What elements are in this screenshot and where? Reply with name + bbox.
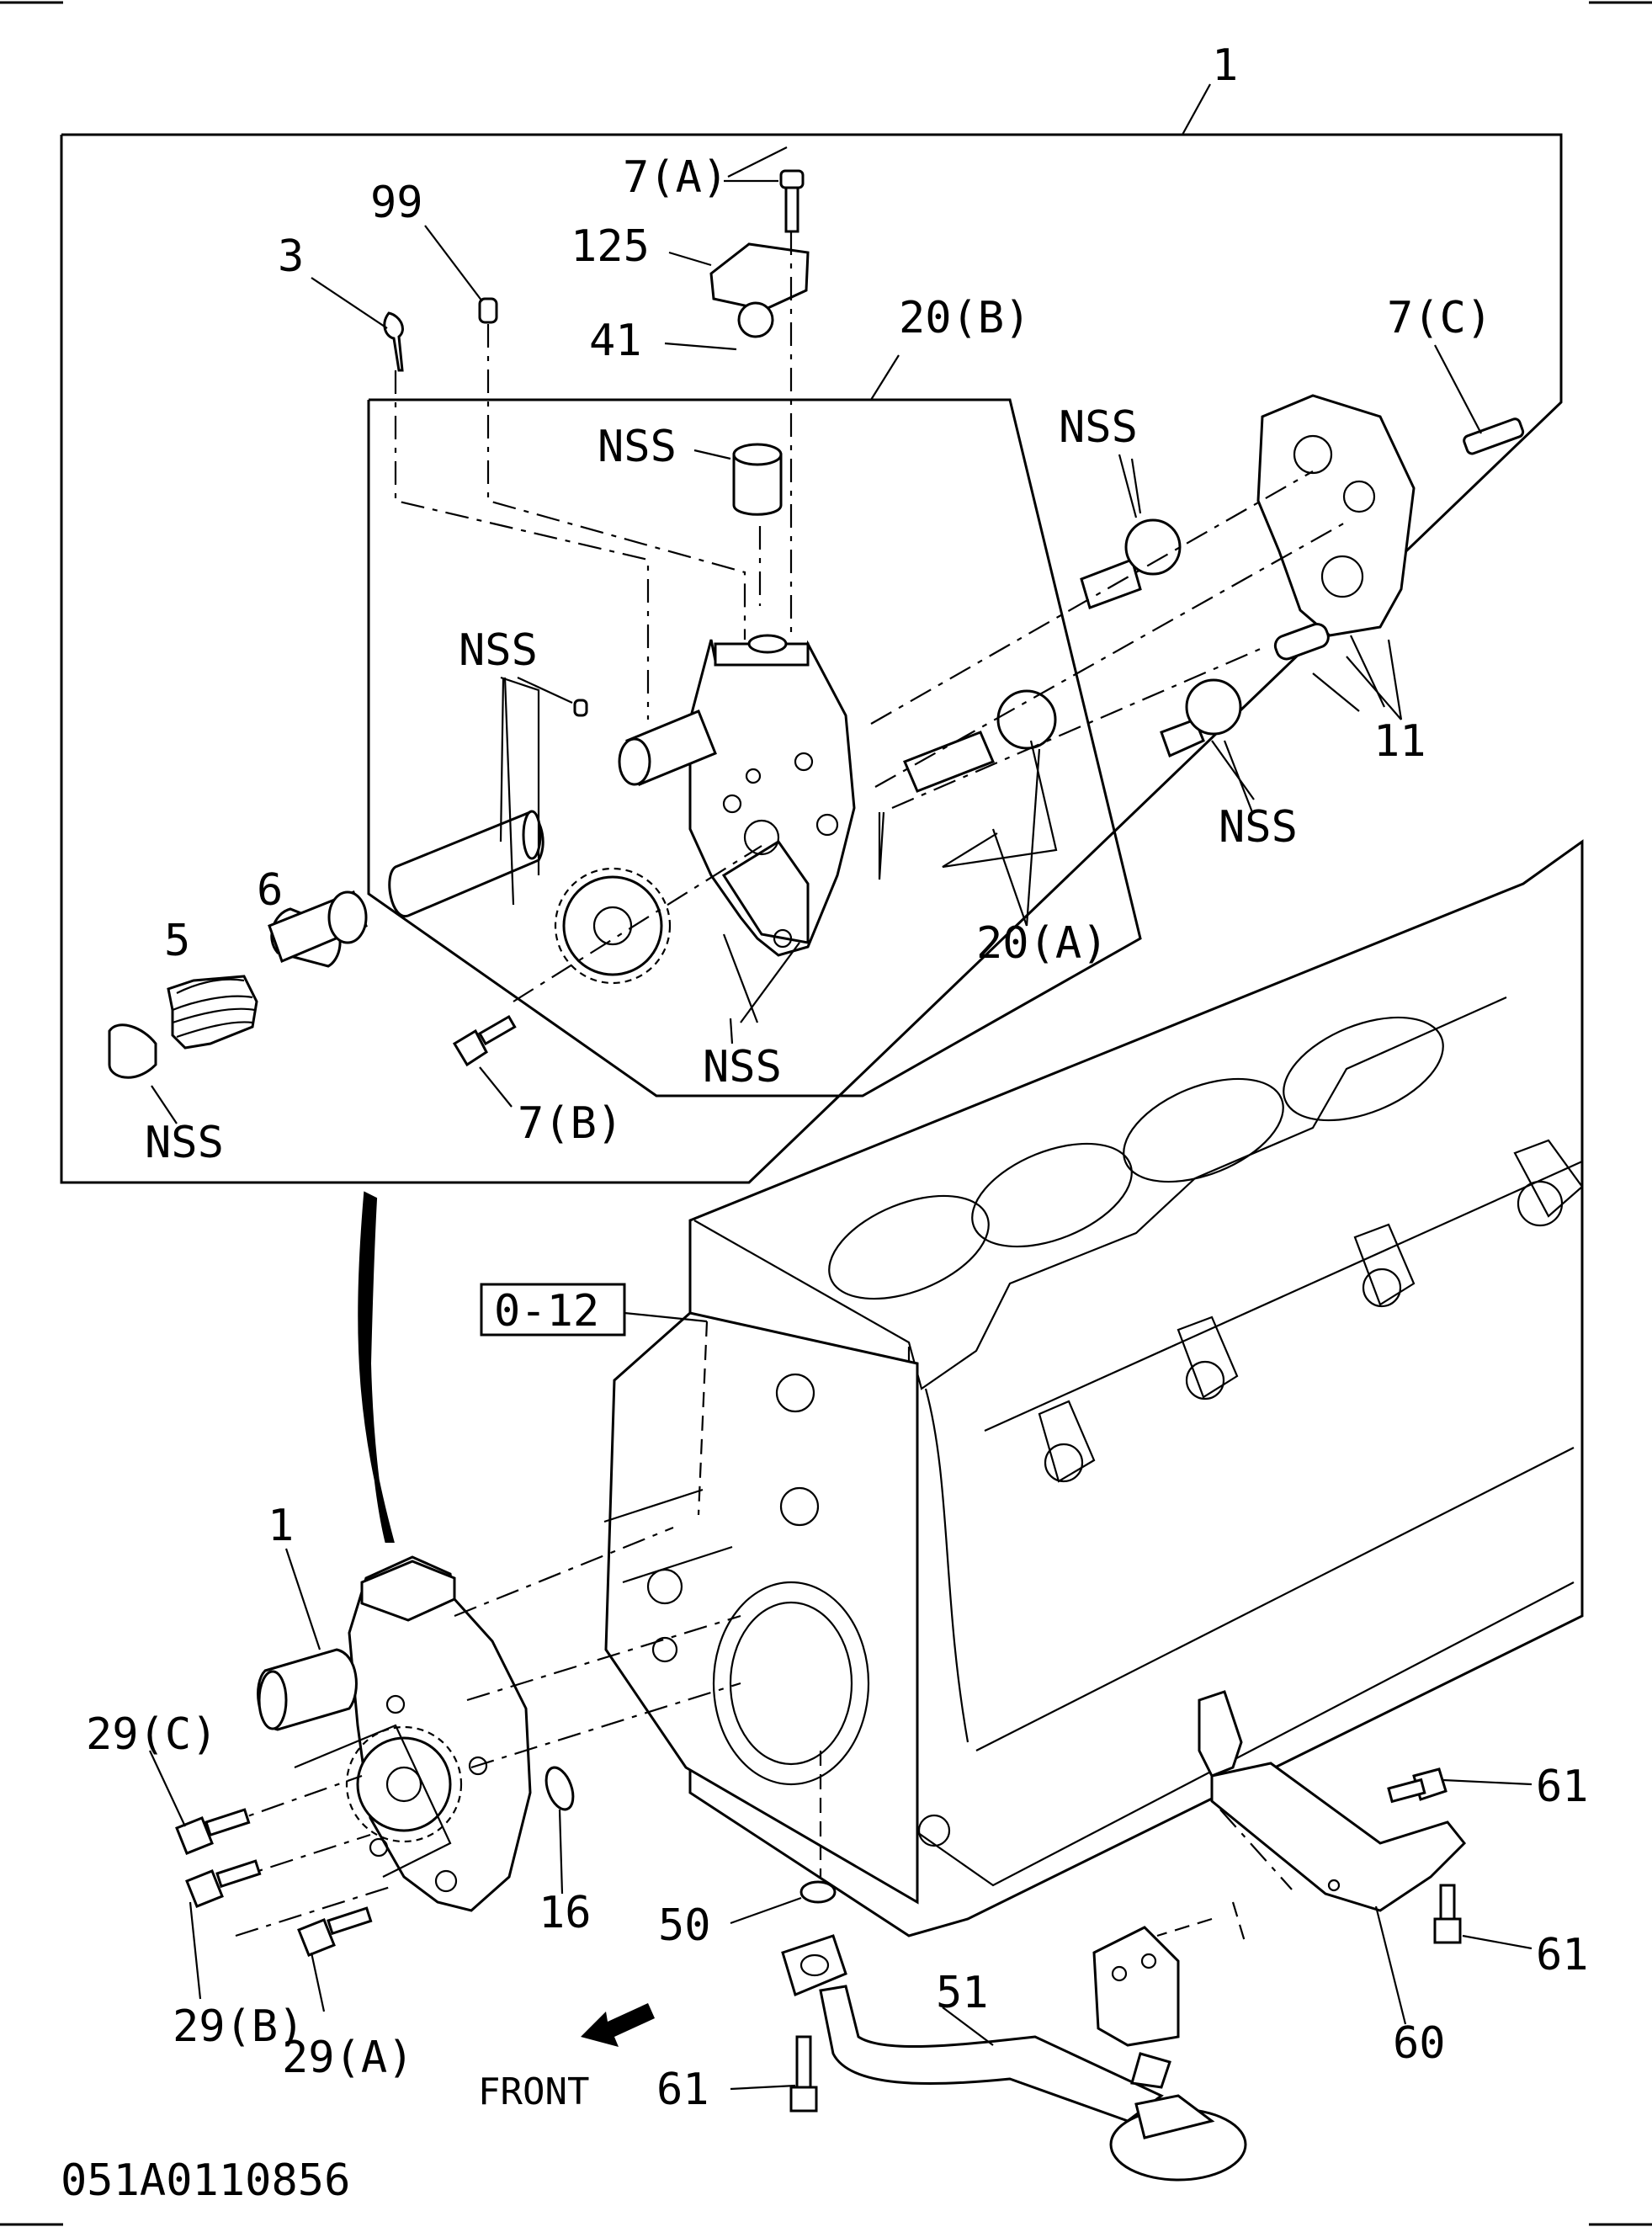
label-51: 51 — [936, 1968, 989, 2018]
label-99: 99 — [370, 178, 423, 228]
label-60: 60 — [1393, 2018, 1446, 2069]
label-7b: 7(B) — [518, 1098, 623, 1149]
label-ref-0-12: 0-12 — [494, 1286, 599, 1337]
upper-exploded-frame — [60, 83, 1563, 1184]
bracket-60 — [1198, 1690, 1467, 1912]
lower-assembly-lines — [218, 1488, 822, 1937]
bolt-7b — [452, 1014, 517, 1067]
label-61-top: 61 — [1536, 1762, 1589, 1812]
reference-box — [480, 1283, 709, 1516]
label-29a: 29(A) — [282, 2033, 414, 2083]
label-front: FRONT — [478, 2070, 589, 2113]
label-nss-sleeve: NSS — [598, 422, 677, 472]
label-6: 6 — [257, 865, 283, 916]
label-nss-gear-top: NSS — [1059, 402, 1138, 453]
bolts-29 — [175, 1808, 373, 1957]
label-7a: 7(A) — [623, 152, 728, 203]
drive-gear-upper — [513, 845, 762, 1002]
label-3: 3 — [278, 231, 304, 282]
oil-pump-body-upper — [688, 634, 856, 957]
label-50: 50 — [658, 1900, 711, 1951]
upper-assembly-lines — [394, 146, 1385, 1023]
lower-leader-lines — [149, 1548, 1532, 2091]
pump-cover-right — [870, 394, 1525, 810]
oil-pump-lower — [257, 1555, 532, 1912]
oil-strainer — [781, 1880, 1247, 2182]
engine-block — [604, 839, 1584, 1937]
label-41: 41 — [589, 316, 642, 366]
upper-leader-lines — [503, 454, 1403, 1044]
label-assembly-top: 1 — [1212, 40, 1238, 91]
bolts-61 — [789, 1767, 1462, 2113]
front-arrow — [581, 2003, 655, 2047]
assembly-arrow — [358, 1191, 395, 1543]
label-16: 16 — [539, 1888, 592, 1938]
label-20b: 20(B) — [899, 293, 1031, 343]
label-11: 11 — [1373, 716, 1426, 767]
label-125: 125 — [571, 221, 650, 272]
upper-hardware — [383, 169, 810, 516]
label-61-bottom: 61 — [656, 2065, 709, 2115]
label-nss-bottom: NSS — [703, 1042, 782, 1092]
label-29c: 29(C) — [86, 1709, 218, 1760]
label-20a: 20(A) — [976, 918, 1108, 969]
upper-shafts — [108, 699, 717, 1079]
label-nss-left: NSS — [459, 625, 538, 676]
label-29b: 29(B) — [173, 2001, 305, 2052]
o-ring-16 — [544, 1766, 575, 1811]
drawing-number: 051A0110856 — [61, 2155, 350, 2206]
label-assembly-lower: 1 — [268, 1501, 294, 1551]
label-nss-cap: NSS — [145, 1118, 224, 1168]
label-5: 5 — [164, 916, 190, 966]
label-7c: 7(C) — [1387, 293, 1492, 343]
callout-labels: 1 7(A) 125 99 3 41 20(B) 7(C) NSS NSS NS… — [61, 40, 1589, 2206]
label-61-mid: 61 — [1536, 1930, 1589, 1980]
label-nss-gear-right: NSS — [1219, 802, 1298, 853]
